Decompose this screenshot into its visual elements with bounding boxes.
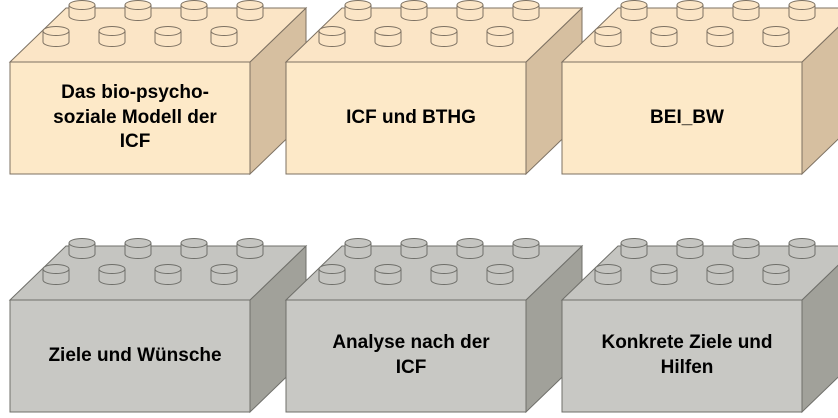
- brick-stud: [236, 238, 264, 259]
- brick-stud: [154, 264, 182, 285]
- brick-stud: [512, 0, 540, 21]
- brick-1-shape: [8, 0, 308, 176]
- brick-stud: [732, 238, 760, 259]
- brick-stud: [430, 264, 458, 285]
- brick-1-label: Das bio-psycho- soziale Modell der ICF: [53, 81, 217, 153]
- brick-stud: [42, 264, 70, 285]
- brick-stud: [210, 264, 238, 285]
- brick-stud: [676, 0, 704, 21]
- brick-3: BEI_BW: [560, 0, 838, 176]
- brick-stud: [124, 238, 152, 259]
- brick-stud: [42, 26, 70, 47]
- brick-4-shape: [8, 238, 308, 414]
- brick-stud: [706, 264, 734, 285]
- brick-stud: [486, 26, 514, 47]
- brick-6-shape: [560, 238, 838, 414]
- brick-6-label: Konkrete Ziele und Hilfen: [601, 332, 773, 378]
- brick-stud: [98, 264, 126, 285]
- brick-stud: [210, 26, 238, 47]
- brick-stud: [732, 0, 760, 21]
- brick-3-shape: [560, 0, 838, 176]
- brick-stud: [788, 238, 816, 259]
- brick-stud: [318, 26, 346, 47]
- brick-stud: [456, 0, 484, 21]
- brick-stud: [620, 238, 648, 259]
- brick-stud: [344, 238, 372, 259]
- brick-2-shape: [284, 0, 584, 176]
- brick-stud: [620, 0, 648, 21]
- brick-stud: [180, 0, 208, 21]
- brick-stud: [594, 264, 622, 285]
- brick-6: Konkrete Ziele und Hilfen: [560, 238, 838, 414]
- brick-stud: [236, 0, 264, 21]
- brick-stud: [706, 26, 734, 47]
- brick-stud: [68, 0, 96, 21]
- brick-4-label: Ziele und Wünsche: [48, 344, 222, 366]
- brick-4: Ziele und Wünsche: [8, 238, 308, 414]
- brick-stud: [180, 238, 208, 259]
- brick-stud: [762, 26, 790, 47]
- brick-stud: [512, 238, 540, 259]
- brick-stud: [344, 0, 372, 21]
- brick-stud: [400, 0, 428, 21]
- brick-stud: [762, 264, 790, 285]
- brick-stud: [124, 0, 152, 21]
- brick-5: Analyse nach der ICF: [284, 238, 584, 414]
- brick-front-face: [9, 299, 251, 413]
- brick-stud: [650, 26, 678, 47]
- brick-stud: [68, 238, 96, 259]
- brick-stud: [676, 238, 704, 259]
- brick-stud: [98, 26, 126, 47]
- brick-stud: [318, 264, 346, 285]
- brick-stud: [594, 26, 622, 47]
- brick-stud: [486, 264, 514, 285]
- brick-front-face: [561, 61, 803, 175]
- brick-stud: [154, 26, 182, 47]
- brick-2: ICF und BTHG: [284, 0, 584, 176]
- brick-1: Das bio-psycho- soziale Modell der ICF: [8, 0, 308, 176]
- brick-stud: [374, 264, 402, 285]
- brick-stud: [400, 238, 428, 259]
- brick-5-label: Analyse nach der ICF: [332, 332, 490, 378]
- brick-stud: [374, 26, 402, 47]
- brick-stud: [650, 264, 678, 285]
- brick-2-label: ICF und BTHG: [346, 106, 476, 128]
- brick-front-face: [9, 61, 251, 175]
- brick-stud: [456, 238, 484, 259]
- brick-front-face: [285, 61, 527, 175]
- brick-stud: [430, 26, 458, 47]
- brick-3-label: BEI_BW: [650, 106, 724, 128]
- brick-5-shape: [284, 238, 584, 414]
- brick-front-face: [285, 299, 527, 413]
- brick-stud: [788, 0, 816, 21]
